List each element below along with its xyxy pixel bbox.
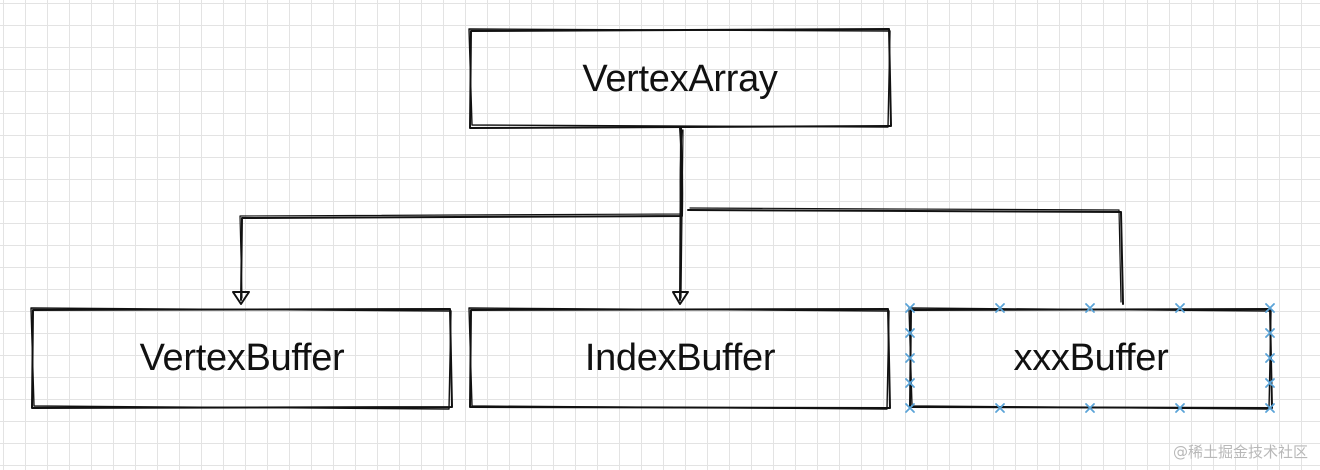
connector-vertexarray-to-vertexbuffer[interactable] xyxy=(239,127,684,301)
vertex-array-label: VertexArray xyxy=(582,57,778,100)
connector-vertexarray-to-indexbuffer[interactable] xyxy=(679,127,684,301)
index-buffer-box[interactable] xyxy=(468,307,891,410)
arrowhead-vertexbuffer xyxy=(232,291,250,305)
arrowhead-indexbuffer xyxy=(672,291,689,305)
connector-vertexarray-to-xxxbuffer[interactable] xyxy=(687,207,1124,305)
vertex-buffer-box[interactable] xyxy=(30,307,453,410)
watermark: @稀土掘金技术社区 xyxy=(1172,443,1308,461)
vertex-array-box[interactable] xyxy=(468,28,892,129)
vertex-buffer-label: VertexBuffer xyxy=(139,337,345,379)
xxx-buffer-label: xxxBuffer xyxy=(1013,337,1169,379)
selection-handles[interactable] xyxy=(905,303,1275,413)
index-buffer-label: IndexBuffer xyxy=(584,337,776,379)
